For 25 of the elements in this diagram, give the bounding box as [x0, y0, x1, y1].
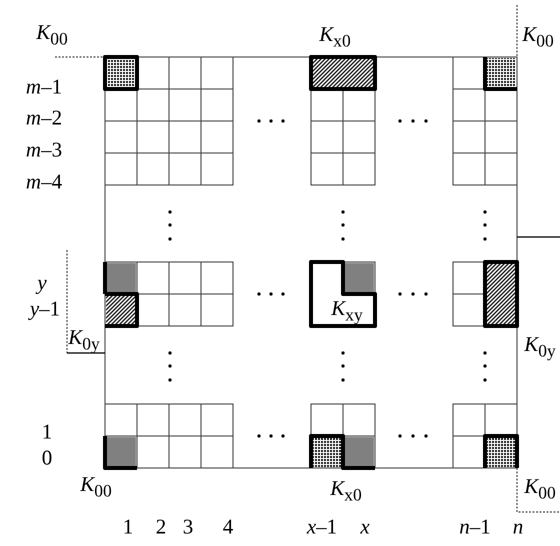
corner-label: K$_{00}$ [36, 22, 68, 48]
region-label: K$_{xy}$ [331, 298, 363, 324]
corner-label: K$_{00}$ [524, 476, 556, 502]
corner-label: K$_{0y}$ [524, 334, 556, 360]
row-label: m–4 [26, 172, 62, 192]
column-label: 4 [222, 516, 234, 538]
row-label: m–3 [26, 140, 62, 160]
row-label: y [37, 272, 47, 294]
corner-label: K$_{0y}$ [68, 327, 100, 353]
column-label: 3 [182, 516, 194, 538]
corner-label: K$_{00}$ [522, 24, 554, 50]
row-label: 0 [42, 448, 52, 468]
corner-label: K$_{00}$ [80, 474, 112, 500]
column-label: 1 [122, 516, 134, 538]
column-label: x [360, 516, 370, 538]
column-label: x–1 [306, 516, 338, 538]
column-label: n–1 [459, 516, 491, 538]
corner-label: K$_{x0}$ [330, 478, 362, 504]
row-label: m–2 [26, 108, 62, 128]
row-label: y–1 [30, 298, 60, 320]
row-label: m–1 [26, 76, 62, 98]
column-label: 2 [156, 516, 166, 538]
corner-label: K$_{x0}$ [319, 24, 351, 50]
column-label: n [512, 516, 524, 538]
row-label: 1 [42, 422, 52, 442]
